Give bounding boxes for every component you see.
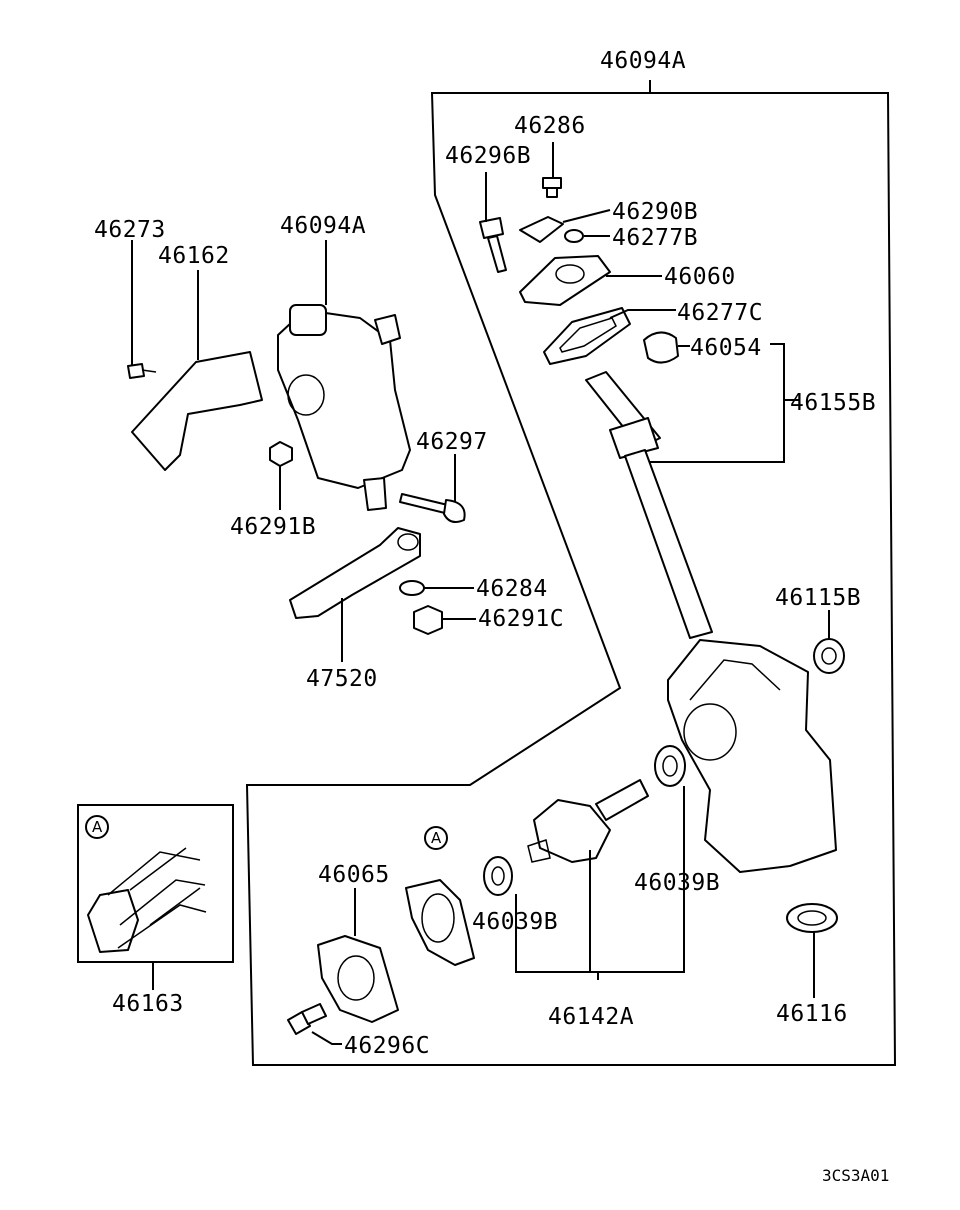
part-housing bbox=[667, 639, 837, 873]
mark-a-mid: A bbox=[431, 829, 442, 847]
label-46054: 46054 bbox=[690, 335, 762, 361]
part-46065-plate bbox=[317, 935, 399, 1023]
part-46162-bracket bbox=[131, 351, 263, 471]
part-46115B-bearing bbox=[813, 638, 845, 674]
part-46142A-worm bbox=[527, 779, 649, 863]
label-46290B: 46290B bbox=[612, 199, 698, 225]
label-46039B-mid: 46039B bbox=[472, 909, 558, 935]
label-46115B: 46115B bbox=[775, 585, 861, 611]
part-46039B-bearing-mid bbox=[483, 856, 513, 896]
part-46290B-washer bbox=[519, 216, 564, 243]
label-46291C: 46291C bbox=[478, 606, 564, 632]
label-46291B: 46291B bbox=[230, 514, 316, 540]
label-46296B: 46296B bbox=[445, 143, 531, 169]
label-46155B: 46155B bbox=[790, 390, 876, 416]
label-46065: 46065 bbox=[318, 862, 390, 888]
label-46116: 46116 bbox=[776, 1001, 848, 1027]
label-46162: 46162 bbox=[158, 243, 230, 269]
part-46296C-bolt bbox=[287, 1003, 327, 1035]
label-46142A: 46142A bbox=[548, 1004, 634, 1030]
part-46297-bolt bbox=[399, 493, 466, 523]
label-47520: 47520 bbox=[306, 666, 378, 692]
part-46116-seal bbox=[786, 903, 838, 933]
mark-a-left: A bbox=[92, 818, 103, 836]
part-46054-cap bbox=[643, 331, 679, 364]
part-gasket-a bbox=[405, 879, 475, 966]
label-46277C: 46277C bbox=[677, 300, 763, 326]
part-46094A-gearbox bbox=[277, 304, 411, 511]
part-46163-gasket-set bbox=[87, 847, 207, 953]
diagram-code: 3CS3A01 bbox=[822, 1166, 889, 1185]
label-46273: 46273 bbox=[94, 217, 166, 243]
label-46094A-top: 46094A bbox=[600, 48, 686, 74]
part-46273-screw bbox=[127, 363, 157, 379]
label-46039B-right: 46039B bbox=[634, 870, 720, 896]
part-46286-bolt bbox=[542, 177, 562, 198]
part-46284-washer bbox=[399, 580, 425, 596]
part-46291B-nut bbox=[269, 441, 293, 467]
part-46060-cover bbox=[519, 255, 611, 306]
label-46297: 46297 bbox=[416, 429, 488, 455]
part-46277C-gasket bbox=[543, 307, 631, 365]
mark-circle-a bbox=[424, 826, 448, 850]
label-46284: 46284 bbox=[476, 576, 548, 602]
label-46296C: 46296C bbox=[344, 1033, 430, 1059]
label-46094A-left: 46094A bbox=[280, 213, 366, 239]
part-labels: 46094A 46286 46296B 46290B 46277B 46060 … bbox=[92, 48, 889, 1185]
label-46163: 46163 bbox=[112, 991, 184, 1017]
assembly-boundary bbox=[245, 80, 897, 1066]
part-46155B-shaft bbox=[585, 371, 713, 639]
leader-lines bbox=[131, 142, 830, 1045]
part-46296B-bolt bbox=[479, 217, 507, 273]
part-46291C-nut bbox=[413, 605, 443, 635]
part-46039B-bearing-right bbox=[654, 745, 686, 787]
part-47520-arm bbox=[289, 527, 421, 619]
label-46286: 46286 bbox=[514, 113, 586, 139]
inset-circle-a bbox=[85, 815, 109, 839]
part-46277B-seal bbox=[564, 229, 584, 243]
inset-box-46163 bbox=[77, 804, 234, 963]
label-46277B: 46277B bbox=[612, 225, 698, 251]
label-46060: 46060 bbox=[664, 264, 736, 290]
